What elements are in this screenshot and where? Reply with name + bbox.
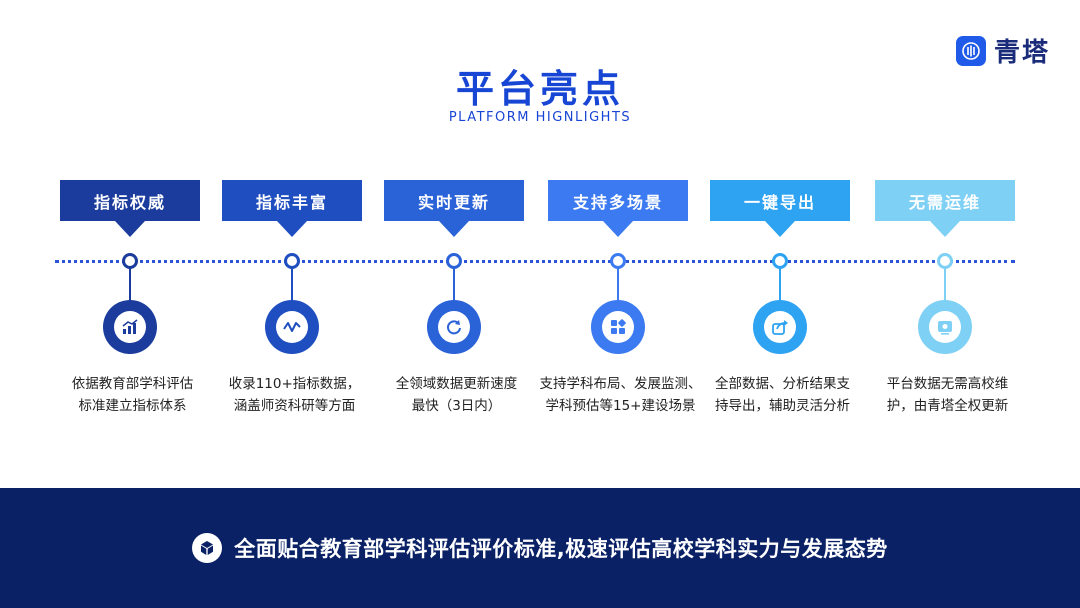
desc-line: 学科预估等15+建设场景 — [545, 398, 696, 414]
feature-description: 全部数据、分析结果支 持导出，辅助灵活分析 — [700, 373, 865, 417]
feature-label: 实时更新 — [384, 180, 524, 221]
desc-line: 标准建立指标体系 — [78, 398, 187, 414]
feature-description: 收录110+指标数据， 涵盖师资科研等方面 — [212, 373, 377, 417]
desc-line: 支持学科布局、发展监测、 — [539, 376, 702, 392]
desc-line: 持导出，辅助灵活分析 — [715, 398, 850, 414]
timeline-node — [610, 253, 626, 269]
brand-name: 青塔 — [993, 38, 1050, 68]
feature-label: 无需运维 — [875, 180, 1015, 221]
wave-icon — [276, 311, 308, 343]
connector-line — [617, 268, 619, 300]
desc-line: 平台数据无需高校维 — [886, 376, 1009, 392]
feature-label: 一键导出 — [710, 180, 850, 221]
timeline-node — [446, 253, 462, 269]
footer-text: 全面贴合教育部学科评估评价标准,极速评估高校学科实力与发展态势 — [234, 537, 888, 561]
chart-up-icon — [114, 311, 146, 343]
feature-label: 支持多场景 — [548, 180, 688, 221]
feature-icon-circle — [103, 300, 157, 354]
feature-description: 依据教育部学科评估 标准建立指标体系 — [50, 373, 215, 417]
apps-grid-icon — [602, 311, 634, 343]
desc-line: 全领域数据更新速度 — [395, 376, 518, 392]
feature-icon-circle — [427, 300, 481, 354]
feature-description: 平台数据无需高校维 护，由青塔全权更新 — [865, 373, 1030, 417]
desc-line: 收录110+指标数据， — [228, 376, 361, 392]
pointer-triangle — [439, 221, 469, 237]
pointer-triangle — [277, 221, 307, 237]
page-title: 平台亮点 — [455, 67, 624, 111]
feature-icon-circle — [753, 300, 807, 354]
cube-icon — [192, 533, 223, 563]
feature-description: 全领域数据更新速度 最快（3日内） — [374, 373, 539, 417]
feature-icon-circle — [265, 300, 319, 354]
pointer-triangle — [765, 221, 795, 237]
desc-line: 依据教育部学科评估 — [71, 376, 194, 392]
connector-line — [291, 268, 293, 300]
connector-line — [453, 268, 455, 300]
timeline-dotted-line — [55, 260, 1015, 263]
tower-logo-icon — [955, 35, 986, 66]
desc-line: 最快（3日内） — [411, 398, 502, 414]
feature-label: 指标权威 — [60, 180, 200, 221]
share-export-icon — [764, 311, 796, 343]
desc-line: 护，由青塔全权更新 — [886, 398, 1009, 414]
footer-banner: 全面贴合教育部学科评估评价标准,极速评估高校学科实力与发展态势 — [0, 488, 1080, 608]
refresh-icon — [438, 311, 470, 343]
feature-label: 指标丰富 — [222, 180, 362, 221]
desc-line: 涵盖师资科研等方面 — [233, 398, 356, 414]
brand-logo: 青塔 — [955, 32, 1050, 69]
timeline-node — [284, 253, 300, 269]
pointer-triangle — [115, 221, 145, 237]
feature-description: 支持学科布局、发展监测、 学科预估等15+建设场景 — [538, 373, 703, 417]
connector-line — [944, 268, 946, 300]
feature-icon-circle — [918, 300, 972, 354]
desc-line: 全部数据、分析结果支 — [715, 376, 850, 392]
connector-line — [779, 268, 781, 300]
feature-icon-circle — [591, 300, 645, 354]
connector-line — [129, 268, 131, 300]
timeline-node — [122, 253, 138, 269]
pointer-triangle — [603, 221, 633, 237]
page-subtitle: PLATFORM HIGNLIGHTS — [448, 110, 632, 125]
pointer-triangle — [930, 221, 960, 237]
settings-monitor-icon — [929, 311, 961, 343]
timeline-node — [772, 253, 788, 269]
timeline-node — [937, 253, 953, 269]
